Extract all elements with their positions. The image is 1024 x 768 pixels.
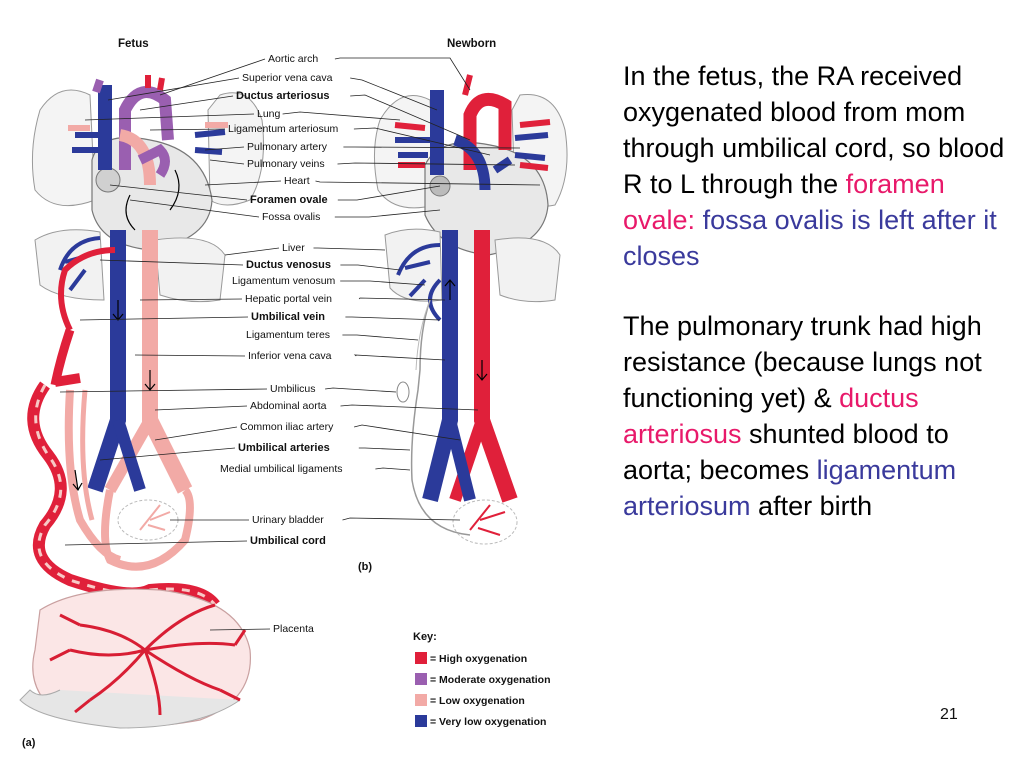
explanation-text: In the fetus, the RA received oxygenated… bbox=[623, 58, 1018, 524]
paragraph-foramen-ovale: In the fetus, the RA received oxygenated… bbox=[623, 58, 1018, 274]
label-inferior-vena-cava: Inferior vena cava bbox=[248, 350, 332, 362]
leader-line bbox=[99, 447, 236, 461]
leader-line bbox=[204, 180, 282, 186]
key-swatch bbox=[415, 652, 427, 664]
label-ligamentum-venosum: Ligamentum venosum bbox=[232, 275, 336, 287]
leader-line bbox=[350, 94, 471, 141]
label-ligamentum-arteriosum: Ligamentum arteriosum bbox=[228, 123, 339, 135]
label-abdominal-aorta: Abdominal aorta bbox=[250, 400, 327, 412]
leader-line bbox=[315, 180, 541, 186]
label-hepatic-portal-vein: Hepatic portal vein bbox=[245, 293, 332, 305]
label-fossa-ovalis: Fossa ovalis bbox=[262, 211, 320, 223]
p2-text-part2: shunted blood to aorta; becomes bbox=[623, 419, 949, 485]
leader-line bbox=[159, 58, 266, 96]
p1-foramen-ovale-term: foramen ovale: bbox=[623, 169, 945, 235]
key-item-label: = High oxygenation bbox=[430, 653, 527, 665]
label-heart: Heart bbox=[284, 175, 310, 187]
leader-line bbox=[109, 184, 248, 201]
label-pulmonary-artery: Pulmonary artery bbox=[247, 141, 328, 153]
key-item-label: = Moderate oxygenation bbox=[430, 674, 550, 686]
leader-line bbox=[358, 447, 411, 451]
key-swatch bbox=[415, 715, 427, 727]
leader-line bbox=[154, 405, 248, 411]
leader-line bbox=[334, 57, 471, 91]
leader-line bbox=[337, 162, 516, 166]
label-placenta: Placenta bbox=[273, 623, 314, 635]
leader-line bbox=[345, 316, 441, 321]
newborn-figure bbox=[373, 74, 568, 545]
label-common-iliac-artery: Common iliac artery bbox=[240, 421, 334, 433]
label-foramen-ovale: Foramen ovale bbox=[250, 194, 328, 206]
leader-line bbox=[134, 354, 246, 357]
leader-line bbox=[354, 424, 461, 441]
leader-line bbox=[353, 127, 491, 156]
label-ligamentum-teres: Ligamentum teres bbox=[246, 329, 330, 341]
leader-line bbox=[139, 95, 234, 111]
leader-line bbox=[79, 316, 249, 321]
leader-line bbox=[340, 280, 426, 286]
key-item-label: = Low oxygenation bbox=[430, 695, 525, 707]
leader-line bbox=[340, 264, 401, 271]
p2-text-part1: The pulmonary trunk had high resistance … bbox=[623, 311, 982, 413]
leader-line bbox=[342, 334, 419, 341]
leader-line bbox=[209, 159, 245, 165]
leader-line bbox=[204, 146, 245, 151]
label-umbilical-vein: Umbilical vein bbox=[251, 311, 325, 323]
label-ductus-arteriosus: Ductus arteriosus bbox=[236, 90, 330, 102]
leader-line bbox=[334, 209, 441, 218]
leader-line bbox=[129, 199, 260, 218]
paragraph-ductus-arteriosus: The pulmonary trunk had high resistance … bbox=[623, 308, 1018, 524]
panel-b-label: (b) bbox=[358, 561, 372, 573]
leader-line bbox=[337, 185, 441, 201]
leader-line bbox=[154, 426, 238, 441]
label-aortic-arch: Aortic arch bbox=[268, 53, 318, 65]
p2-text-part3: after birth bbox=[750, 491, 873, 521]
leader-line bbox=[358, 297, 446, 301]
leader-line bbox=[149, 128, 226, 131]
leader-line bbox=[325, 387, 397, 393]
leader-line bbox=[313, 247, 386, 251]
p1-main-text: In the fetus, the RA received oxygenated… bbox=[623, 61, 1005, 199]
color-key: Key: = High oxygenation = Moderate oxygen… bbox=[413, 631, 550, 728]
key-swatch bbox=[415, 673, 427, 685]
label-umbilicus: Umbilicus bbox=[270, 383, 316, 395]
p1-fossa-ovalis-text: fossa ovalis is left after it closes bbox=[623, 205, 997, 271]
p2-ductus-arteriosus-term: ductus arteriosus bbox=[623, 383, 919, 449]
leader-line bbox=[64, 540, 248, 546]
leader-line bbox=[107, 77, 240, 101]
leader-line bbox=[342, 517, 461, 521]
panel-a-label: (a) bbox=[22, 737, 36, 749]
leader-line bbox=[59, 388, 268, 393]
label-superior-vena-cava: Superior vena cava bbox=[242, 72, 333, 84]
leader-line bbox=[340, 404, 479, 411]
key-title: Key: bbox=[413, 631, 437, 643]
key-item-label: = Very low oxygenation bbox=[430, 716, 546, 728]
leader-line bbox=[209, 628, 271, 631]
leader-line bbox=[375, 467, 411, 471]
leader-line bbox=[350, 77, 438, 111]
label-urinary-bladder: Urinary bladder bbox=[252, 514, 324, 526]
leader-line bbox=[224, 247, 280, 256]
key-swatch bbox=[415, 694, 427, 706]
newborn-title: Newborn bbox=[447, 38, 496, 50]
label-pulmonary-veins: Pulmonary veins bbox=[247, 158, 325, 170]
leader-line bbox=[343, 146, 521, 149]
fetus-title: Fetus bbox=[118, 38, 149, 50]
leader-line bbox=[84, 113, 255, 121]
fetal-circulation-diagram: Fetus Newborn bbox=[19, 38, 568, 749]
label-medial-umbilical-ligaments: Medial umbilical ligaments bbox=[220, 463, 343, 475]
label-umbilical-arteries: Umbilical arteries bbox=[238, 442, 330, 454]
label-ductus-venosus: Ductus venosus bbox=[246, 259, 331, 271]
leader-line bbox=[99, 259, 244, 266]
leader-line bbox=[353, 354, 446, 361]
fetus-figure bbox=[19, 75, 264, 729]
label-liver: Liver bbox=[282, 242, 305, 254]
slide-number: 21 bbox=[940, 706, 958, 723]
label-lung: Lung bbox=[257, 108, 281, 120]
label-umbilical-cord: Umbilical cord bbox=[250, 535, 326, 547]
leader-line bbox=[139, 298, 243, 301]
p2-ligamentum-arteriosum-term: ligamentum arteriosum bbox=[623, 455, 957, 521]
leader-line bbox=[282, 111, 401, 121]
